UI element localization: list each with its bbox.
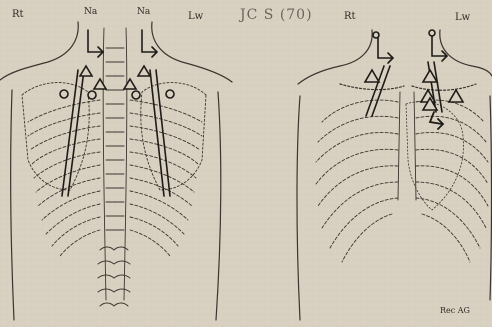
neck-mark-label: Na bbox=[137, 8, 150, 17]
side-label-right: Rt bbox=[344, 12, 356, 22]
circle-marker-icon bbox=[88, 91, 96, 99]
side-label-left: Lw bbox=[455, 13, 470, 23]
side-label-right: Rt bbox=[12, 10, 24, 20]
circle-marker-icon bbox=[166, 90, 174, 98]
neck-mark-label: Na bbox=[84, 8, 97, 17]
circle-marker-icon bbox=[60, 90, 68, 98]
case-code-label: JC S (70) bbox=[240, 8, 313, 22]
circle-marker-icon bbox=[429, 30, 435, 36]
signature-label: Rec AG bbox=[440, 307, 470, 315]
circle-marker-icon bbox=[373, 32, 379, 38]
side-label-left: Lw bbox=[188, 12, 203, 22]
circle-marker-icon bbox=[132, 91, 140, 99]
